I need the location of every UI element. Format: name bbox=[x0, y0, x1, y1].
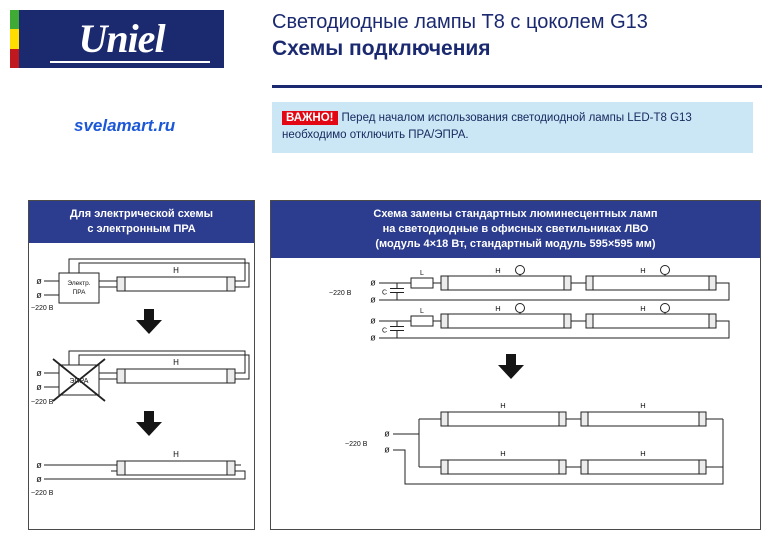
header-divider bbox=[272, 85, 762, 88]
lamp-label: Н bbox=[173, 450, 179, 459]
terminal-icon: ø bbox=[370, 294, 376, 304]
choke-box bbox=[410, 277, 434, 289]
capacitor-label: C bbox=[382, 289, 387, 296]
starter-icon bbox=[660, 264, 670, 275]
terminal-icon: ø bbox=[36, 382, 42, 392]
left-diagram: Электр. ПРА Н ø ø ~220 В bbox=[31, 258, 250, 497]
important-badge: ВАЖНО! bbox=[282, 111, 338, 125]
right-diagram: ~220 В ø ø L C Н Н bbox=[329, 264, 730, 485]
important-notice: ВАЖНО!Перед началом использования светод… bbox=[272, 102, 753, 153]
down-arrow-icon bbox=[136, 410, 162, 436]
stage-direct-connection: Н ø ø ~220 В bbox=[31, 450, 246, 497]
ballast-crossed-label: ЭПРА bbox=[70, 378, 89, 385]
lamp-tube bbox=[580, 411, 707, 427]
left-panel-header: Для электрической схемы с электронным ПР… bbox=[29, 201, 254, 243]
lamp-label: Н bbox=[173, 358, 179, 367]
site-link[interactable]: svelamart.ru bbox=[74, 116, 176, 135]
right-panel-header: Схема замены стандартных люминесцентных … bbox=[271, 201, 760, 258]
down-arrow-icon bbox=[498, 353, 524, 379]
terminal-icon: ø bbox=[370, 277, 376, 287]
lamp-label: Н bbox=[500, 401, 505, 410]
right-panel-body: ~220 В ø ø L C Н Н bbox=[271, 258, 760, 496]
lamp-tube bbox=[116, 276, 236, 292]
right-panel-title-line1: Схема замены стандартных люминесцентных … bbox=[373, 208, 658, 220]
lamp-tube bbox=[440, 275, 572, 291]
uniel-logo: Uniel bbox=[10, 10, 224, 68]
lamp-label: Н bbox=[495, 266, 500, 275]
lamp-tube bbox=[116, 368, 236, 384]
logo-wordmark: Uniel bbox=[78, 16, 165, 61]
terminal-icon: ø bbox=[384, 428, 390, 438]
terminal-icon: ø bbox=[370, 315, 376, 325]
ballast-label-line1: Электр. bbox=[67, 280, 90, 287]
voltage-label: ~220 В bbox=[31, 305, 54, 312]
lamp-tube bbox=[440, 313, 572, 329]
lamp-label: Н bbox=[500, 449, 505, 458]
choke-label: L bbox=[420, 270, 424, 277]
cross-out-icon bbox=[52, 357, 106, 402]
choke-label: L bbox=[420, 308, 424, 315]
led-block: Н Н Н Н bbox=[345, 401, 724, 485]
terminal-icon: ø bbox=[36, 460, 42, 470]
right-panel-title-line2: на светодиодные в офисных светильниках Л… bbox=[382, 222, 649, 235]
stage-epra-removed: ЭПРА Н ø ø ~220 В bbox=[31, 350, 250, 406]
lamp-label: Н bbox=[495, 304, 500, 313]
ballast-box bbox=[58, 272, 100, 304]
terminal-icon: ø bbox=[36, 290, 42, 300]
page-title: Светодиодные лампы Т8 с цоколем G13 bbox=[272, 11, 648, 33]
lamp-label: Н bbox=[640, 266, 645, 275]
lamp-tube bbox=[585, 275, 717, 291]
stripe-yellow bbox=[10, 29, 19, 49]
voltage-label: ~220 В bbox=[31, 399, 54, 406]
panel-lvo-scheme: Схема замены стандартных люминесцентных … bbox=[270, 200, 761, 530]
lamp-label: Н bbox=[640, 401, 645, 410]
terminal-icon: ø bbox=[36, 276, 42, 286]
choke-box bbox=[410, 315, 434, 327]
terminal-icon: ø bbox=[36, 368, 42, 378]
page-header: Светодиодные лампы Т8 с цоколем G13 Схем… bbox=[272, 9, 764, 62]
left-panel-body: Электр. ПРА Н ø ø ~220 В bbox=[29, 243, 254, 509]
voltage-label: ~220 В bbox=[329, 290, 352, 297]
notice-text: Перед началом использования светодиодной… bbox=[282, 112, 692, 142]
page-subtitle: Схемы подключения bbox=[272, 37, 491, 60]
terminal-icon: ø bbox=[384, 444, 390, 454]
terminal-icon: ø bbox=[370, 332, 376, 342]
starter-icon bbox=[515, 302, 525, 313]
lamp-label: Н bbox=[173, 266, 179, 275]
fluorescent-row-1: ~220 В ø ø L C Н Н bbox=[329, 264, 730, 304]
stage-with-epra: Электр. ПРА Н ø ø ~220 В bbox=[31, 258, 250, 312]
right-panel-title-line3: (модуль 4×18 Вт, стандартный модуль 595×… bbox=[375, 237, 656, 250]
stripe-red bbox=[10, 48, 19, 68]
down-arrow-icon bbox=[136, 308, 162, 334]
logo-underline bbox=[50, 61, 210, 63]
left-panel-title-line2: с электронным ПРА bbox=[87, 222, 196, 235]
starter-icon bbox=[515, 264, 525, 275]
capacitor-label: C bbox=[382, 327, 387, 334]
voltage-label: ~220 В bbox=[345, 441, 368, 448]
lamp-label: Н bbox=[640, 304, 645, 313]
logo-color-stripe bbox=[10, 10, 19, 68]
stripe-green bbox=[10, 10, 19, 30]
left-panel-title-line1: Для электрической схемы bbox=[69, 208, 214, 220]
lamp-tube bbox=[585, 313, 717, 329]
ballast-label-line2: ПРА bbox=[73, 289, 87, 296]
panel-epra-scheme: Для электрической схемы с электронным ПР… bbox=[28, 200, 255, 530]
lamp-tube bbox=[580, 459, 707, 475]
lamp-tube bbox=[116, 460, 236, 476]
fluorescent-row-2: ø ø L C Н Н bbox=[370, 302, 730, 342]
lamp-tube bbox=[440, 411, 567, 427]
voltage-label: ~220 В bbox=[31, 490, 54, 497]
lamp-label: Н bbox=[640, 449, 645, 458]
terminal-icon: ø bbox=[36, 474, 42, 484]
starter-icon bbox=[660, 302, 670, 313]
lamp-tube bbox=[440, 459, 567, 475]
